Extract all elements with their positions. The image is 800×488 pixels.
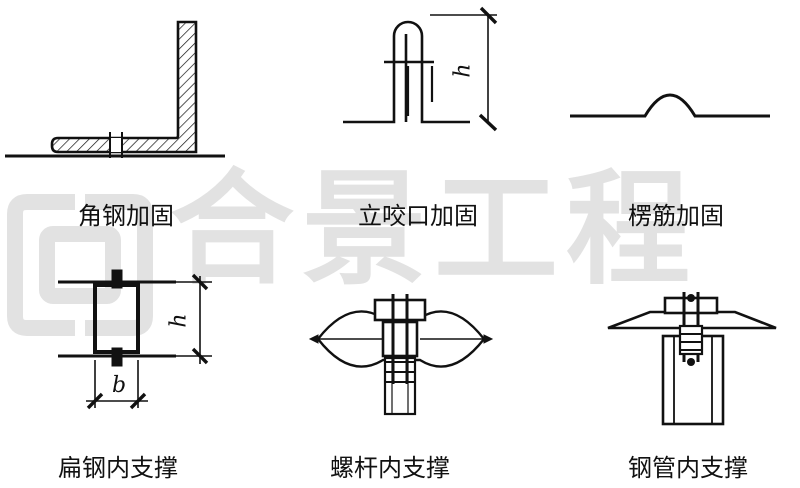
angle-steel-detail [5,20,225,158]
caption-flat-steel: 扁钢内支撑 [58,454,178,482]
caption-steel-pipe: 钢管内支撑 [628,454,748,482]
caption-screw-rod: 螺杆内支撑 [330,454,450,482]
dimension-h-flat-steel: h [166,313,192,328]
dimension-b-flat-steel: b [112,373,127,398]
caption-angle-steel: 角钢加固 [78,202,174,230]
rib-detail [570,93,770,118]
flat-steel-detail [58,269,212,410]
steel-pipe-detail [607,292,777,426]
caption-rib: 楞筋加固 [628,202,724,230]
caption-standing-seam: 立咬口加固 [358,202,478,230]
watermark-text: 合景工程 [170,158,699,302]
standing-seam-detail [343,6,498,132]
screw-rod-detail [308,294,494,416]
dimension-h-standing-seam: h [450,63,476,78]
